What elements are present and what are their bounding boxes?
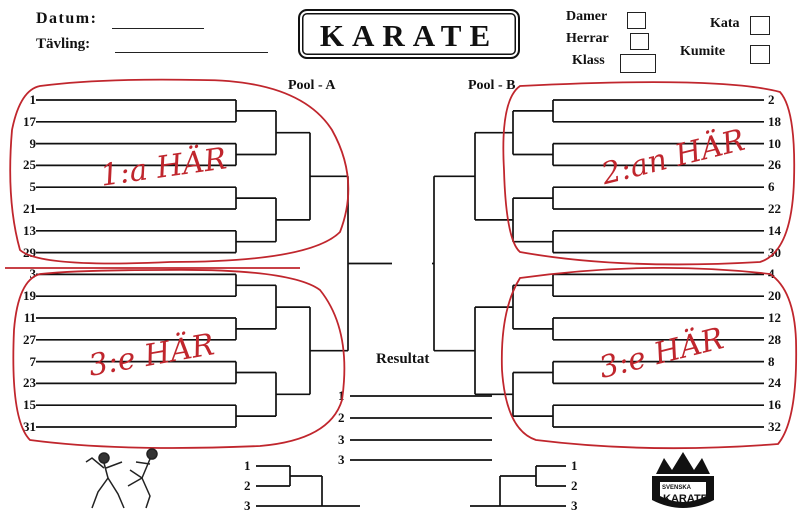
datum-label: Datum: bbox=[36, 10, 98, 27]
annotation-circle bbox=[502, 81, 796, 266]
klass-field[interactable] bbox=[620, 54, 656, 73]
seed-number: 8 bbox=[768, 353, 775, 369]
page-title: KARATE bbox=[319, 18, 499, 53]
annotation-circle bbox=[9, 78, 350, 265]
seed-number: 22 bbox=[768, 201, 781, 216]
annotation-circle bbox=[12, 268, 346, 449]
seed-number: 24 bbox=[768, 375, 781, 391]
seed-number: 19 bbox=[23, 288, 36, 304]
seed-number: 15 bbox=[23, 397, 36, 413]
damer-label: Damer bbox=[566, 9, 608, 24]
klass-label: Klass bbox=[572, 53, 605, 68]
seed-number: 7 bbox=[29, 353, 37, 369]
seed-number: 2 bbox=[768, 92, 775, 107]
tavling-label: Tävling: bbox=[36, 36, 91, 52]
kata-checkbox[interactable] bbox=[750, 16, 770, 35]
datum-field[interactable] bbox=[112, 28, 204, 29]
pool-b-label: Pool - B bbox=[468, 78, 516, 93]
seed-number: 1 bbox=[29, 92, 37, 107]
pool-a-label: Pool - A bbox=[288, 78, 336, 93]
seed-number: 12 bbox=[768, 310, 781, 325]
seed-number: 20 bbox=[768, 288, 781, 304]
seed-number: 25 bbox=[23, 157, 36, 173]
seed-number: 14 bbox=[768, 222, 781, 238]
seed-number: 32 bbox=[768, 419, 781, 434]
herrar-label: Herrar bbox=[566, 31, 609, 46]
seed-number: 29 bbox=[23, 244, 36, 260]
seed-number: 3 bbox=[29, 266, 37, 282]
kata-label: Kata bbox=[710, 16, 740, 31]
annotation-circle bbox=[500, 266, 798, 450]
repechage-right-number: 3 bbox=[571, 498, 578, 513]
result-place-number: 2 bbox=[338, 410, 345, 425]
seed-number: 10 bbox=[768, 135, 781, 151]
herrar-checkbox[interactable] bbox=[630, 33, 649, 50]
results-label: Resultat bbox=[376, 351, 430, 367]
seed-number: 31 bbox=[23, 419, 36, 434]
kumite-checkbox[interactable] bbox=[750, 45, 770, 64]
seed-number: 27 bbox=[23, 331, 36, 347]
seed-number: 16 bbox=[768, 397, 781, 413]
seed-number: 11 bbox=[23, 310, 36, 325]
seed-number: 17 bbox=[23, 113, 36, 129]
repechage-right-number: 1 bbox=[571, 458, 578, 473]
repechage-left-number: 3 bbox=[244, 498, 251, 513]
seed-number: 18 bbox=[768, 113, 781, 129]
logo-small-text: SVENSKA bbox=[662, 485, 692, 491]
seed-number: 6 bbox=[768, 179, 775, 195]
repechage-left-number: 1 bbox=[244, 458, 251, 473]
kumite-label: Kumite bbox=[680, 44, 726, 59]
damer-checkbox[interactable] bbox=[627, 12, 646, 29]
seed-number: 21 bbox=[23, 201, 36, 216]
seed-number: 23 bbox=[23, 375, 36, 391]
karate-fighters-image bbox=[85, 448, 158, 509]
svenska-karate-logo bbox=[652, 452, 714, 508]
repechage-right-number: 2 bbox=[571, 478, 578, 493]
seed-number: 5 bbox=[29, 179, 37, 195]
seed-number: 9 bbox=[29, 135, 37, 151]
seed-number: 28 bbox=[768, 331, 781, 347]
seed-number: 13 bbox=[23, 222, 36, 238]
title-box: KARATE bbox=[298, 9, 520, 59]
result-place-number: 3 bbox=[338, 432, 345, 447]
result-place-number: 1 bbox=[338, 388, 345, 403]
repechage-left-number: 2 bbox=[244, 478, 251, 493]
logo-karate-text: KARATE bbox=[663, 493, 709, 505]
result-place-number: 3 bbox=[338, 452, 345, 467]
tavling-field[interactable] bbox=[115, 52, 268, 53]
seed-number: 26 bbox=[768, 157, 781, 173]
